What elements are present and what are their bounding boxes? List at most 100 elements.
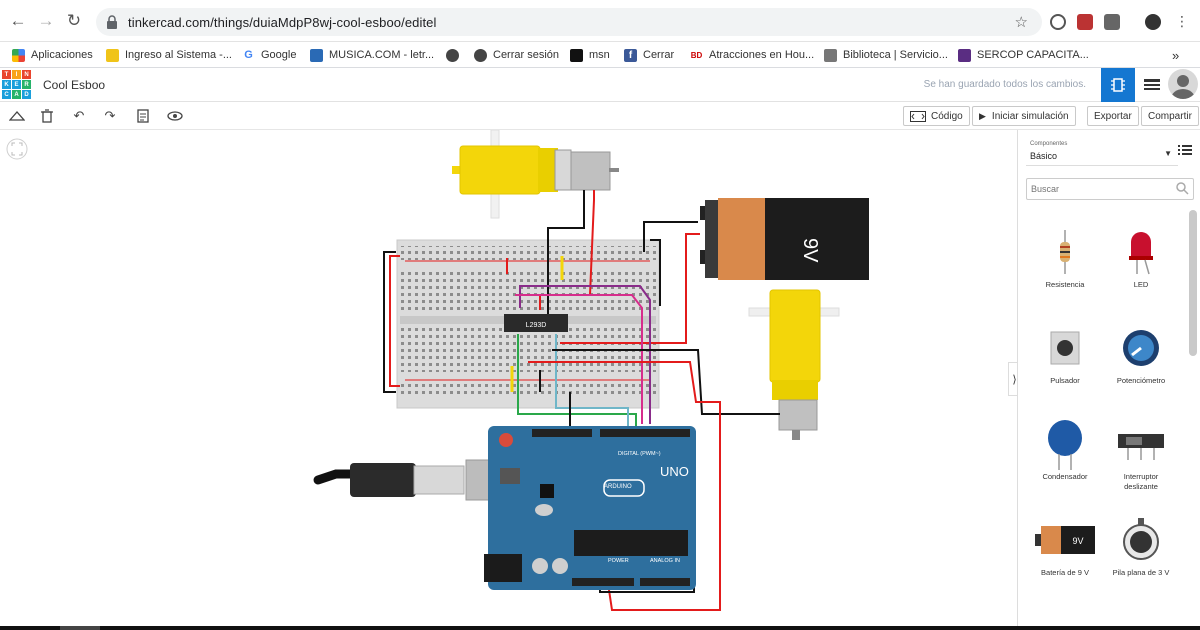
bookmark-item[interactable]: Biblioteca | Servicio... [824, 46, 948, 64]
digital-header-label: DIGITAL (PWM~) [618, 451, 661, 457]
apps-grid-icon [12, 48, 25, 62]
taskbar-item[interactable] [60, 626, 100, 630]
taskbar [0, 626, 1200, 630]
rotate-icon[interactable] [8, 107, 26, 125]
component-slide-switch[interactable]: Interruptor deslizante [1106, 418, 1176, 492]
more-bookmarks-icon[interactable]: » [1172, 47, 1180, 63]
undo-icon[interactable]: ↶ [73, 108, 85, 123]
skype-icon[interactable] [1050, 14, 1066, 30]
bookmark-item[interactable]: Cerrar sesión [474, 46, 559, 64]
bookmark-item[interactable]: SERCOP CAPACITA... [958, 46, 1089, 64]
chip-icon [1111, 78, 1125, 92]
schematic-view-button[interactable] [1135, 68, 1169, 102]
power-header-label: POWER [608, 558, 629, 564]
notes-icon[interactable] [134, 107, 152, 125]
design-title[interactable]: Cool Esboo [43, 78, 106, 92]
component-capacitor[interactable]: Condensador [1030, 418, 1100, 482]
panel-scrollbar[interactable] [1189, 210, 1197, 356]
component-pushbutton[interactable]: Pulsador [1030, 322, 1100, 386]
component-search[interactable] [1026, 178, 1194, 200]
workplane-canvas[interactable]: 9V L293D [0, 130, 1017, 626]
logo-letter: I [12, 70, 21, 79]
globe-icon [446, 48, 459, 62]
bookmark-label: Atracciones en Hou... [709, 49, 815, 61]
components-dropdown[interactable]: Componentes Básico ▼ [1026, 138, 1178, 166]
url-text: tinkercad.com/things/duiaMdpP8wj-cool-es… [128, 15, 437, 30]
l293d-chip[interactable]: L293D [504, 314, 568, 332]
dc-motor-right[interactable] [748, 289, 840, 440]
browser-toolbar: ← → ↻ tinkercad.com/things/duiaMdpP8wj-c… [0, 0, 1200, 42]
share-button[interactable]: Compartir [1141, 106, 1199, 126]
lock-icon [107, 15, 117, 29]
dc-motor-top[interactable] [452, 130, 619, 219]
bookmark-label: Ingreso al Sistema -... [125, 49, 232, 61]
battery-9v[interactable]: 9V [700, 198, 869, 280]
redo-icon[interactable]: ↷ [104, 108, 116, 123]
search-input[interactable] [1031, 180, 1171, 198]
address-bar[interactable]: tinkercad.com/things/duiaMdpP8wj-cool-es… [96, 8, 1042, 36]
circuit-view-button[interactable] [1101, 68, 1135, 102]
components-label: Componentes [1030, 141, 1068, 147]
bookmark-item[interactable]: G Google [242, 46, 296, 64]
reload-button[interactable]: ↻ [66, 11, 82, 30]
app-header: T I N K E R C A D Cool Esboo Se han guar… [0, 68, 1200, 102]
slide-switch-icon [1118, 434, 1164, 460]
bookmark-star-icon[interactable]: ☆ [1014, 14, 1028, 31]
bookmark-label: Biblioteca | Servicio... [843, 49, 948, 61]
google-icon: G [242, 48, 255, 62]
breadboard[interactable] [396, 239, 660, 409]
circuit-drawing: 9V L293D [6, 130, 869, 611]
editor-toolbar: ↶ ↷ Código ▶ Iniciar simulación Exportar… [0, 102, 1200, 130]
resistor-icon [1060, 230, 1070, 274]
bookmark-item[interactable]: msn [570, 46, 610, 64]
bookmark-item[interactable] [446, 46, 465, 64]
arduino-uno[interactable]: UNO ARDUINO DIGITAL (PWM~) POWER ANALOG … [484, 426, 696, 590]
forward-button[interactable]: → [37, 11, 55, 30]
logo-letter: A [12, 90, 21, 99]
avatar[interactable] [1168, 69, 1198, 99]
logo-letter: K [2, 80, 11, 89]
delete-icon[interactable] [38, 107, 56, 125]
export-label: Exportar [1094, 110, 1132, 122]
fit-view-icon[interactable] [6, 138, 28, 160]
pdf-icon[interactable] [1077, 14, 1093, 30]
profile-icon[interactable] [1145, 14, 1161, 30]
battery-label: 9V [799, 238, 821, 263]
bookmark-item[interactable]: MUSICA.COM - letr... [310, 46, 434, 64]
component-led[interactable]: LED [1106, 226, 1176, 290]
logo-letter: N [22, 70, 31, 79]
eye-icon[interactable] [166, 107, 184, 125]
bookmark-label: Cerrar sesión [493, 49, 560, 61]
bookmark-item[interactable]: Ingreso al Sistema -... [106, 46, 232, 64]
arduino-brand: UNO [660, 464, 689, 479]
wires [383, 190, 780, 611]
cast-icon[interactable] [1104, 14, 1120, 30]
component-resistor[interactable]: Resistencia [1030, 226, 1100, 290]
share-label: Compartir [1148, 110, 1192, 122]
back-button[interactable]: ← [9, 11, 27, 30]
user-icon [1171, 75, 1195, 99]
bookmark-label: Aplicaciones [31, 49, 93, 61]
logo-letter: R [22, 80, 31, 89]
bookmark-label: Google [261, 49, 297, 61]
export-button[interactable]: Exportar [1087, 106, 1139, 126]
component-name: Batería de 9 V [1041, 568, 1089, 577]
bookmark-label: MUSICA.COM - letr... [329, 49, 435, 61]
menu-icon[interactable]: ⋮ [1175, 12, 1189, 29]
tinkercad-logo[interactable]: T I N K E R C A D [2, 70, 31, 99]
component-coin-cell[interactable]: Pila plana de 3 V [1106, 514, 1176, 578]
component-name: LED [1133, 280, 1149, 289]
bookmark-item[interactable]: Aplicaciones [12, 46, 93, 64]
component-potentiometer[interactable]: Potenciómetro [1106, 322, 1176, 386]
save-status: Se han guardado todos los cambios. [923, 79, 1086, 90]
play-icon: ▶ [979, 110, 986, 121]
arduino-sub: ARDUINO [604, 484, 632, 490]
components-panel: Componentes Básico ▼ Resistencia LED Pul… [1017, 130, 1200, 626]
code-button[interactable]: Código [903, 106, 970, 126]
component-9v-battery[interactable]: 9V Batería de 9 V [1030, 514, 1100, 578]
start-simulation-button[interactable]: ▶ Iniciar simulación [972, 106, 1076, 126]
list-toggle-icon[interactable] [1178, 144, 1192, 156]
msn-icon [570, 48, 583, 62]
